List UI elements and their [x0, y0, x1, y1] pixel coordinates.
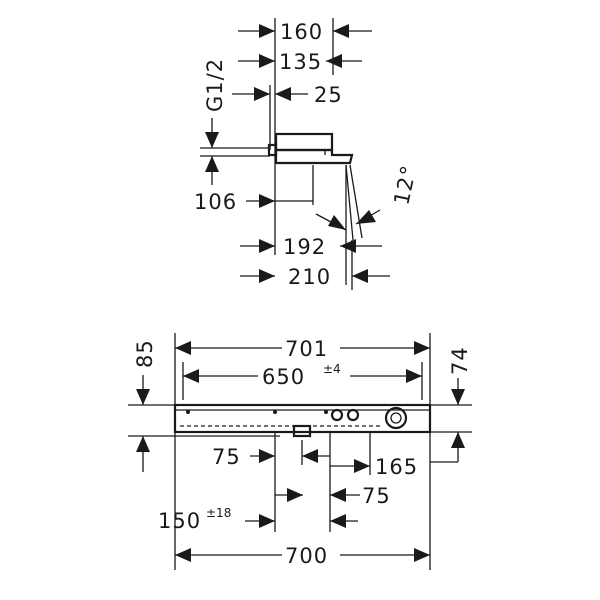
water-jet	[345, 164, 354, 241]
dim-160-label: 160	[280, 20, 323, 44]
arrow	[352, 269, 368, 283]
arrow	[414, 341, 430, 355]
arrow	[354, 459, 370, 473]
arrow	[326, 54, 342, 68]
arrow	[259, 194, 275, 208]
dim-210-label: 210	[288, 265, 331, 289]
arrow	[302, 449, 318, 463]
water-jet	[349, 164, 363, 239]
arrow	[451, 389, 465, 405]
valve-knob	[346, 408, 360, 422]
dim-106-label: 106	[194, 190, 237, 214]
arrow	[259, 24, 275, 38]
dim-165-label: 165	[375, 455, 418, 479]
thermostat-body	[274, 132, 334, 152]
spout-outlet	[292, 424, 312, 438]
dim-135-label: 135	[279, 50, 322, 74]
bar-marker	[273, 410, 277, 414]
dim-150-label: 150	[158, 509, 201, 533]
arrow	[330, 514, 346, 528]
arrow	[356, 210, 376, 224]
bar-marker	[186, 410, 190, 414]
dim-650-label: 650	[262, 365, 305, 389]
dim-85-label: 85	[133, 339, 157, 368]
side-view: 160 135 25 G1/2 106	[194, 18, 421, 290]
arrow	[333, 24, 349, 38]
dim-701-label: 701	[285, 337, 328, 361]
thermostat-dial	[384, 406, 408, 430]
bar-marker	[324, 410, 328, 414]
arrow	[254, 87, 270, 101]
arrow	[259, 449, 275, 463]
dim-74-label: 74	[448, 346, 472, 375]
arrow	[451, 432, 465, 448]
arrow	[275, 87, 291, 101]
arrow	[205, 156, 219, 172]
arrow	[340, 239, 356, 253]
dim-700-label: 700	[285, 544, 328, 568]
arrow	[406, 369, 422, 383]
arrow	[259, 269, 275, 283]
arrow	[205, 132, 219, 148]
thread-label: G1/2	[203, 58, 227, 112]
arrow	[259, 54, 275, 68]
arrow	[175, 341, 191, 355]
dim-75b-label: 75	[362, 484, 391, 508]
arrow	[414, 548, 430, 562]
valve-knob	[330, 408, 344, 422]
angle-label: 12°	[389, 163, 421, 207]
dim-650-tolerance: ±4	[323, 362, 341, 376]
dim-75a-label: 75	[212, 445, 241, 469]
arrow	[328, 215, 346, 230]
arrow	[259, 239, 275, 253]
arrow	[136, 389, 150, 405]
dim-25-label: 25	[314, 83, 343, 107]
arrow	[136, 436, 150, 452]
dim-150-tolerance: ±18	[206, 506, 231, 520]
arrow	[259, 514, 275, 528]
arrow	[287, 488, 303, 502]
thermostat-bar	[173, 403, 432, 434]
arrow	[183, 369, 199, 383]
arrow	[330, 488, 346, 502]
spout-body	[274, 148, 354, 165]
front-view: 701 650 ±4 85 74	[128, 333, 472, 570]
arrow	[175, 548, 191, 562]
dim-192-label: 192	[283, 235, 326, 259]
thermostat-dial-center	[390, 412, 402, 424]
